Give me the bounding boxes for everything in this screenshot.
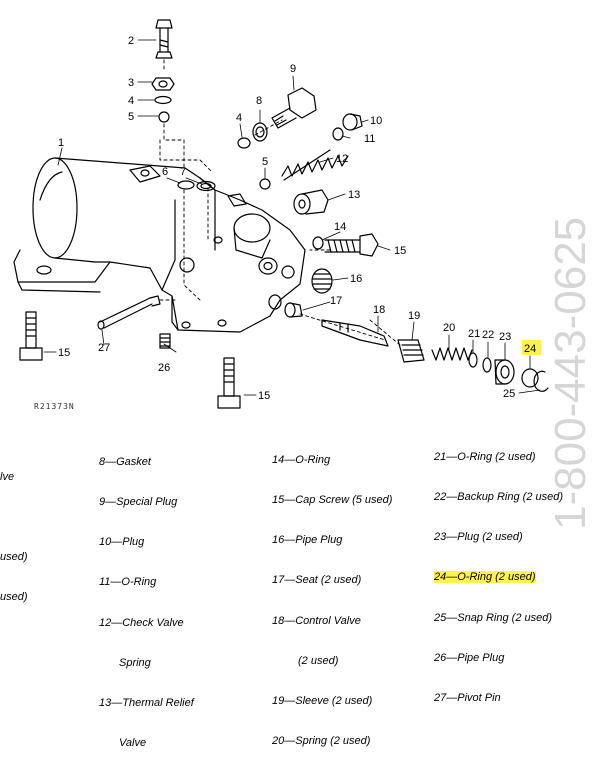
- part-16-pipe-plug: [311, 268, 333, 294]
- callout-14: 14: [334, 221, 346, 233]
- callout-18: 18: [373, 304, 385, 316]
- valve-housing: [13, 157, 306, 333]
- legend-item-13-cont: Valve: [119, 737, 147, 750]
- part-15-cap-screw-left: [19, 311, 43, 361]
- callout-4: 4: [128, 95, 134, 107]
- legend-column-3: 21—O-Ring (2 used) 22—Backup Ring (2 use…: [434, 424, 563, 719]
- legend-item-18-cont: (2 used): [298, 654, 339, 667]
- legend-column-1: 8—Gasket 9—Special Plug 10—Plug 11—O-Rin…: [99, 429, 194, 764]
- legend-item-14: 14—O-Ring: [272, 453, 331, 466]
- part-24-oring: [521, 368, 539, 388]
- legend-item-10: 10—Plug: [99, 536, 145, 549]
- callout-24: 24: [524, 343, 536, 355]
- callout-13: 13: [348, 189, 360, 201]
- callout-12: 12: [336, 153, 348, 165]
- legend-item-16: 16—Pipe Plug: [272, 534, 343, 547]
- part-15-cap-screw-right: [324, 233, 379, 257]
- legend-item-11: 11—O-Ring: [99, 576, 157, 589]
- part-8-gasket: [252, 122, 268, 142]
- callout-3: 3: [128, 77, 134, 89]
- part-17-seat: [284, 302, 303, 318]
- legend-item-21: 21—O-Ring (2 used): [434, 450, 536, 463]
- part-9-special-plug: [271, 87, 317, 129]
- callout-15-bottom: 15: [258, 390, 270, 402]
- legend-item-8: 8—Gasket: [99, 455, 151, 468]
- legend-item-24-highlight: 24—O-Ring (2 used): [434, 571, 536, 584]
- legend-cut-line: [0, 511, 28, 524]
- part-19-sleeve: [397, 339, 425, 363]
- legend-item-20: 20—Spring (2 used): [272, 735, 371, 748]
- callout-5-right: 5: [262, 156, 268, 168]
- part-5-ball: [158, 111, 170, 123]
- legend-cut-column: lve used) used): [0, 444, 28, 618]
- part-18-control-valve: [321, 319, 389, 347]
- legend-column-2: 14—O-Ring 15—Cap Screw (5 used) 16—Pipe …: [272, 427, 392, 762]
- legend-item-15: 15—Cap Screw (5 used): [272, 494, 393, 507]
- legend-item-25: 25—Snap Ring (2 used): [434, 611, 553, 624]
- part-4-oring-right: [237, 137, 251, 149]
- part-4-washer: [154, 95, 172, 105]
- part-21-oring: [468, 352, 478, 368]
- callout-10: 10: [370, 115, 382, 127]
- legend-item-24: 24—O-Ring (2 used): [434, 571, 563, 584]
- legend-item-13: 13—Thermal Relief: [99, 697, 194, 710]
- callout-15-left: 15: [58, 347, 70, 359]
- callout-23: 23: [499, 331, 511, 343]
- callout-16: 16: [350, 273, 362, 285]
- part-6-ring: [177, 180, 195, 190]
- part-7-ring: [196, 180, 216, 192]
- part-20-spring: [431, 347, 473, 361]
- callout-labels: 2 3 4 5 1 6 7 4 8 9 10 11 12 5 13 14 15 …: [58, 35, 536, 402]
- callout-5: 5: [128, 111, 134, 123]
- callout-7: 7: [180, 166, 186, 178]
- legend-item-27: 27—Pivot Pin: [434, 692, 501, 705]
- callout-1: 1: [58, 137, 64, 149]
- callout-4-right: 4: [236, 112, 242, 124]
- legend-item-17: 17—Seat (2 used): [272, 574, 362, 587]
- callout-17: 17: [330, 295, 342, 307]
- part-23-plug: [494, 359, 515, 385]
- legend-item-12: 12—Check Valve: [99, 616, 184, 629]
- callout-21: 21: [468, 328, 480, 340]
- highlight-callout-24: [522, 340, 541, 355]
- callout-8: 8: [256, 95, 262, 107]
- legend-item-9: 9—Special Plug: [99, 496, 178, 509]
- part-10-plug: [342, 113, 363, 131]
- callout-20: 20: [443, 322, 455, 334]
- part-15-cap-screw-bottom: [217, 357, 241, 409]
- callout-19: 19: [408, 310, 420, 322]
- callout-25: 25: [503, 388, 515, 400]
- legend-item-23: 23—Plug (2 used): [434, 531, 523, 544]
- part-27-pivot-pin: [97, 295, 161, 330]
- part-13-thermal-relief-valve: [293, 189, 329, 215]
- callout-15-right: 15: [394, 245, 406, 257]
- legend-cut-line: lve: [0, 470, 15, 483]
- callout-2: 2: [128, 35, 134, 47]
- callout-11: 11: [364, 133, 375, 145]
- callout-6: 6: [162, 166, 168, 178]
- part-3-nut: [151, 77, 175, 91]
- callout-27: 27: [98, 342, 110, 354]
- part-25-snap-ring: [533, 370, 549, 392]
- part-11-oring: [332, 127, 344, 141]
- legend-cut-line: used): [0, 551, 28, 564]
- legend-item-19: 19—Sleeve (2 used): [272, 695, 373, 708]
- part-5-ball-right: [259, 178, 271, 190]
- legend-item-26: 26—Pipe Plug: [434, 651, 505, 664]
- callout-9: 9: [290, 63, 296, 75]
- part-26-pipe-plug: [159, 333, 171, 349]
- legend-item-22: 22—Backup Ring (2 used): [434, 491, 564, 504]
- figure-reference-code: R21373N: [34, 402, 75, 411]
- exploded-parts-diagram: 1-800-443-0625: [13, 19, 595, 530]
- part-12-spring: [281, 149, 349, 181]
- legend-item-12-cont: Spring: [119, 656, 151, 669]
- callout-22: 22: [482, 329, 494, 341]
- part-2-plug: [155, 19, 173, 59]
- callout-26: 26: [158, 362, 170, 374]
- phone-watermark: 1-800-443-0625: [546, 217, 595, 530]
- legend-item-18: 18—Control Valve: [272, 614, 361, 627]
- part-22-backup-ring: [482, 357, 492, 373]
- legend-cut-line: used): [0, 591, 28, 604]
- part-14-oring: [312, 236, 324, 250]
